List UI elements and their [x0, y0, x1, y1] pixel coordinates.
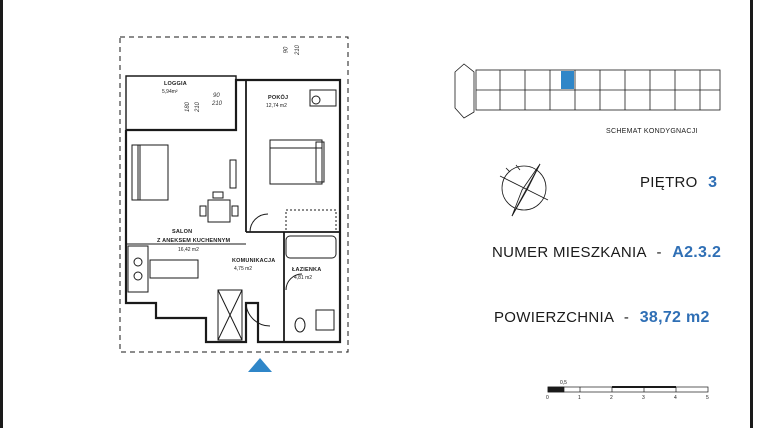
room-name-komunikacja: KOMUNIKACJA [232, 258, 276, 264]
scale-half-label: 0,5 [560, 380, 567, 386]
dining-table [207, 199, 231, 223]
toilet [294, 317, 306, 333]
room-name-loggia: LOGGIA [164, 81, 187, 87]
area-row: POWIERZCHNIA - 38,72 m2 [494, 309, 710, 327]
floor-label: PIĘTRO [640, 174, 698, 191]
area-separator: - [623, 309, 630, 326]
frame-border-left [0, 0, 3, 428]
area-label: POWIERZCHNIA [494, 309, 614, 326]
room-name-salon: SALON [172, 229, 193, 235]
outer-dashed-boundary [119, 36, 349, 353]
wardrobe [217, 289, 243, 341]
room-area-loggia: 5,94m² [162, 89, 178, 95]
room-name-salon-sub: Z ANEKSEM KUCHENNYM [157, 238, 231, 244]
bed [269, 139, 323, 185]
shower-area [285, 209, 337, 233]
room-area-lazienka: 4,81 m2 [294, 275, 313, 281]
scale-tick-0: 0 [546, 395, 549, 401]
floor-value: 3 [708, 174, 718, 191]
floor-row: PIĘTRO 3 [640, 174, 717, 192]
door-swing-bedroom [249, 213, 269, 233]
door-swing-entry [245, 301, 271, 327]
schematic-highlight [561, 71, 574, 89]
kitchen-counter [127, 245, 149, 293]
apartment-row: NUMER MIESZKANIA - A2.3.2 [492, 244, 721, 262]
scale-tick-3: 3 [642, 395, 645, 401]
door-swing-bath [285, 273, 303, 291]
entrance-arrow-icon [248, 358, 272, 372]
dim-loggia-height: 210 [212, 101, 223, 107]
schematic-label: SCHEMAT KONDYGNACJI [606, 128, 698, 135]
scale-tick-4: 4 [674, 395, 677, 401]
apartment-value: A2.3.2 [672, 244, 722, 261]
scale-tick-5: 5 [706, 395, 709, 401]
apartment-label: NUMER MIESZKANIA [492, 244, 646, 261]
frame-border-right [750, 0, 753, 428]
scale-tick-1: 1 [578, 395, 581, 401]
apartment-separator: - [656, 244, 662, 261]
room-area-salon: 16,42 m2 [178, 247, 199, 253]
tv-cabinet [229, 159, 237, 189]
bathtub [285, 235, 337, 259]
room-area-komunikacja: 4,75 m2 [234, 266, 253, 272]
area-value: 38,72 m2 [639, 309, 710, 326]
room-name-lazienka: ŁAZIENKA [292, 267, 322, 273]
sofa [137, 144, 169, 201]
room-name-pokoj: POKÓJ [268, 95, 289, 101]
scale-tick-2: 2 [610, 395, 613, 401]
dim-loggia-width: 90 [213, 93, 220, 99]
room-area-pokoj: 12,74 m2 [266, 103, 287, 109]
desk [309, 89, 337, 107]
